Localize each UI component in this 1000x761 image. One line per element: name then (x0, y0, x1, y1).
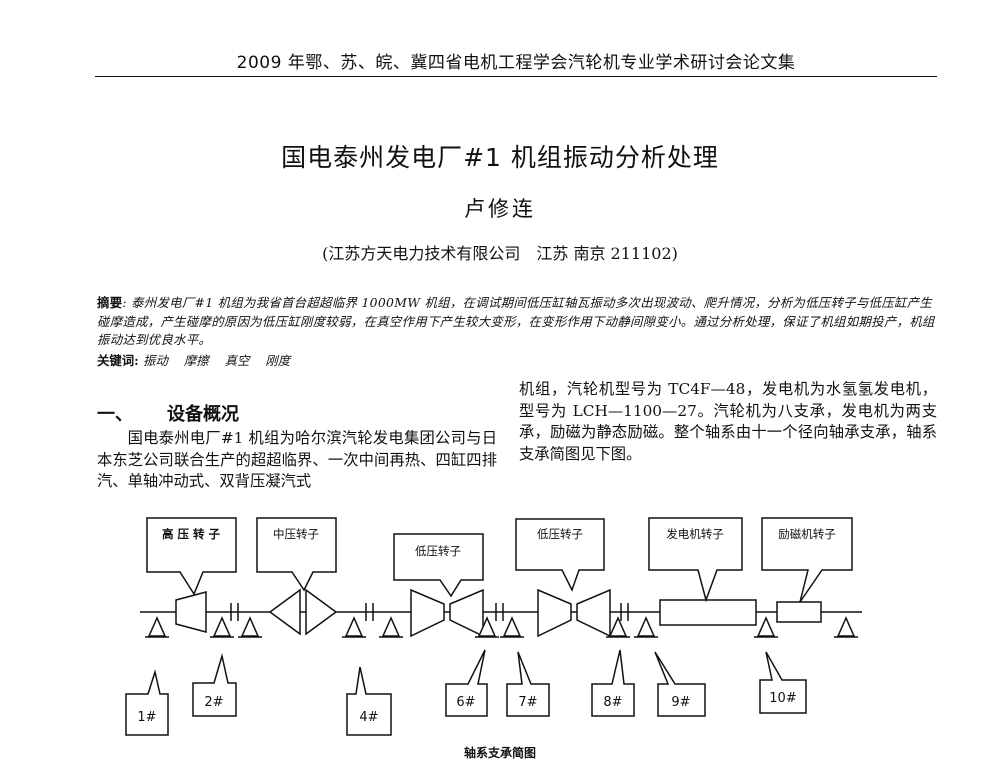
rotor-label-exciter: 励磁机转子 (778, 527, 836, 541)
lp1-rotor-left (410, 588, 445, 638)
rotor-label-ip: 中压转子 (273, 527, 319, 541)
ip-rotor-left (268, 588, 301, 636)
bearing-label: 2# (204, 695, 223, 710)
rotor-label-lp2: 低压转子 (537, 527, 583, 541)
section-title: 设备概况 (167, 404, 239, 425)
bearing-label: 7# (518, 695, 537, 710)
bearing-label: 1# (137, 710, 156, 725)
lp1-rotor-right (449, 588, 484, 638)
bearing-label: 10# (769, 691, 796, 706)
exciter-rotor (776, 601, 822, 623)
running-header: 2009 年鄂、苏、皖、冀四省电机工程学会汽轮机专业学术研讨会论文集 (236, 53, 796, 73)
header-rule (95, 76, 937, 77)
rotor-label-lp1: 低压转子 (415, 544, 461, 558)
couplings (230, 603, 629, 621)
body-paragraph-right: 机组，汽轮机型号为 TC4F—48，发电机为水氢氢发电机，型号为 LCH—110… (519, 380, 937, 463)
bearing-label: 9# (671, 695, 690, 710)
generator-rotor (659, 599, 757, 626)
body-paragraph-left: 国电泰州电厂#1 机组为哈尔滨汽轮发电集团公司与日本东芝公司联合生产的超超临界、… (97, 429, 497, 490)
rotor-label-generator: 发电机转子 (666, 527, 724, 541)
paper-affiliation: (江苏方天电力技术有限公司 江苏 南京 211102) (322, 244, 678, 263)
bearing-label: 8# (603, 695, 622, 710)
bearing-supports (145, 616, 858, 638)
keyword-item: 振动 (143, 353, 168, 368)
lp2-rotor-right (576, 588, 611, 638)
bearing-label: 4# (359, 710, 378, 725)
abstract-text: : 泰州发电厂#1 机组为我省首台超超临界 1000MW 机组，在调试期间低压缸… (97, 295, 935, 347)
keyword-item: 刚度 (265, 353, 291, 368)
paper-title: 国电泰州发电厂#1 机组振动分析处理 (281, 143, 719, 172)
abstract: 摘要: 泰州发电厂#1 机组为我省首台超超临界 1000MW 机组，在调试期间低… (97, 294, 937, 350)
section-heading: 一、 设备概况 (97, 400, 239, 426)
figure-caption: 轴系支承简图 (463, 746, 536, 760)
section-number: 一、 (97, 404, 133, 425)
lp2-rotor-left (537, 588, 572, 638)
abstract-label: 摘要 (97, 295, 123, 310)
keyword-item: 摩擦 (183, 353, 209, 368)
ip-rotor-right (305, 588, 338, 636)
shaft-support-diagram: 高 压 转 子 中压转子 低压转子 低压转子 发电机转子 励磁机转子 1# 2#… (125, 517, 862, 736)
keywords-label: 关键词 (97, 353, 135, 368)
keywords: 关键词: 振动摩擦真空刚度 (97, 353, 291, 368)
keyword-item: 真空 (224, 353, 250, 368)
hp-rotor (175, 591, 207, 633)
rotor-callouts (146, 517, 853, 603)
rotor-label-hp: 高 压 转 子 (162, 527, 221, 541)
bearing-label: 6# (456, 695, 475, 710)
bearing-callouts (125, 649, 807, 736)
paper-author: 卢修连 (464, 197, 536, 221)
